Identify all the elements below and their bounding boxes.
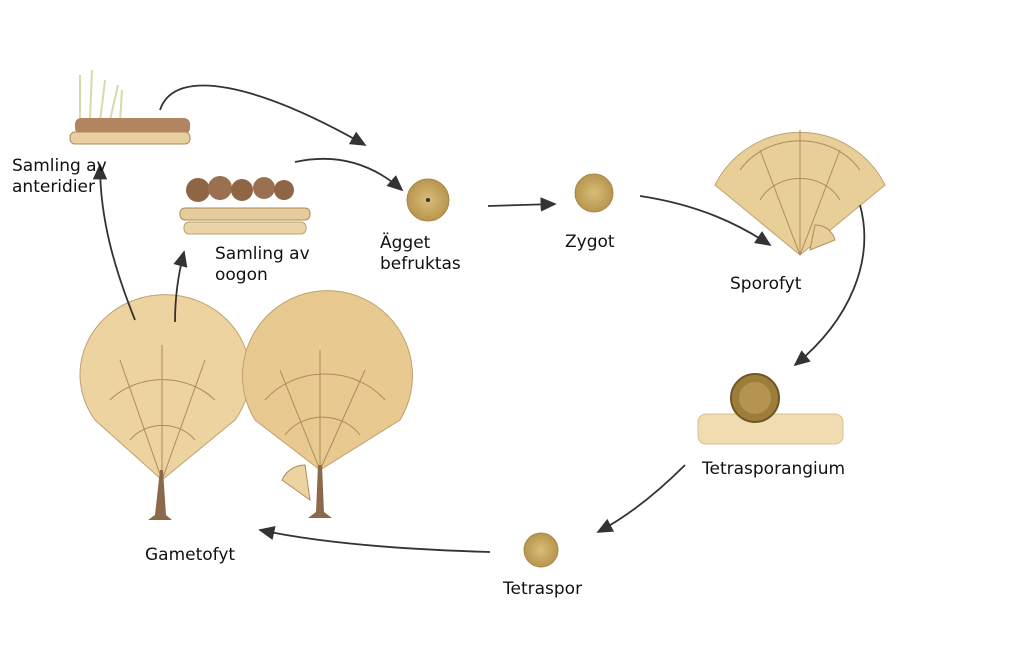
label-sporofyt: Sporofyt bbox=[730, 274, 802, 294]
label-line: Samling av bbox=[215, 244, 310, 264]
tetrasporangium-illustration bbox=[697, 373, 844, 445]
label-line: Samling av bbox=[12, 156, 107, 176]
label-zygot: Zygot bbox=[565, 232, 615, 252]
arrow-gametofyt-to-anteridier bbox=[92, 163, 136, 321]
zygote-illustration bbox=[574, 173, 614, 213]
label-agget-befruktas: Ägget befruktas bbox=[380, 233, 461, 275]
label-line: oogon bbox=[215, 265, 268, 285]
label-line: Ägget bbox=[380, 233, 431, 253]
anteridier-illustration bbox=[69, 69, 191, 145]
gametophyte-illustration-right bbox=[242, 290, 413, 518]
gametophyte-illustration-left bbox=[79, 294, 251, 520]
arrow-zygot-to-sporofyt bbox=[639, 195, 772, 246]
arrow-tetraspor-to-gametofyt bbox=[258, 525, 491, 553]
arrow-gametofyt-to-oogon bbox=[173, 250, 188, 323]
label-tetraspor: Tetraspor bbox=[503, 579, 583, 599]
arrow-sporofyt-to-tetrasporangium bbox=[793, 204, 866, 367]
egg-illustration bbox=[406, 178, 450, 222]
label-gametofyt: Gametofyt bbox=[145, 545, 236, 565]
label-tetrasporangium: Tetrasporangium bbox=[702, 459, 846, 479]
arrow-oogon-to-egg bbox=[294, 157, 404, 192]
arrow-anteridier-to-egg bbox=[159, 84, 367, 146]
cycle-arrows bbox=[92, 84, 866, 553]
arrow-egg-to-zygot bbox=[487, 197, 557, 212]
label-line: anteridier bbox=[12, 177, 95, 197]
label-samling-av-oogon: Samling av oogon bbox=[215, 244, 310, 286]
oogon-illustration bbox=[179, 176, 311, 235]
label-samling-av-anteridier: Samling av anteridier bbox=[12, 156, 107, 198]
arrow-tetrasporangium-to-tetraspor bbox=[596, 464, 686, 533]
sporophyte-illustration bbox=[714, 130, 886, 256]
tetraspore-illustration bbox=[523, 532, 559, 568]
label-line: befruktas bbox=[380, 254, 461, 274]
